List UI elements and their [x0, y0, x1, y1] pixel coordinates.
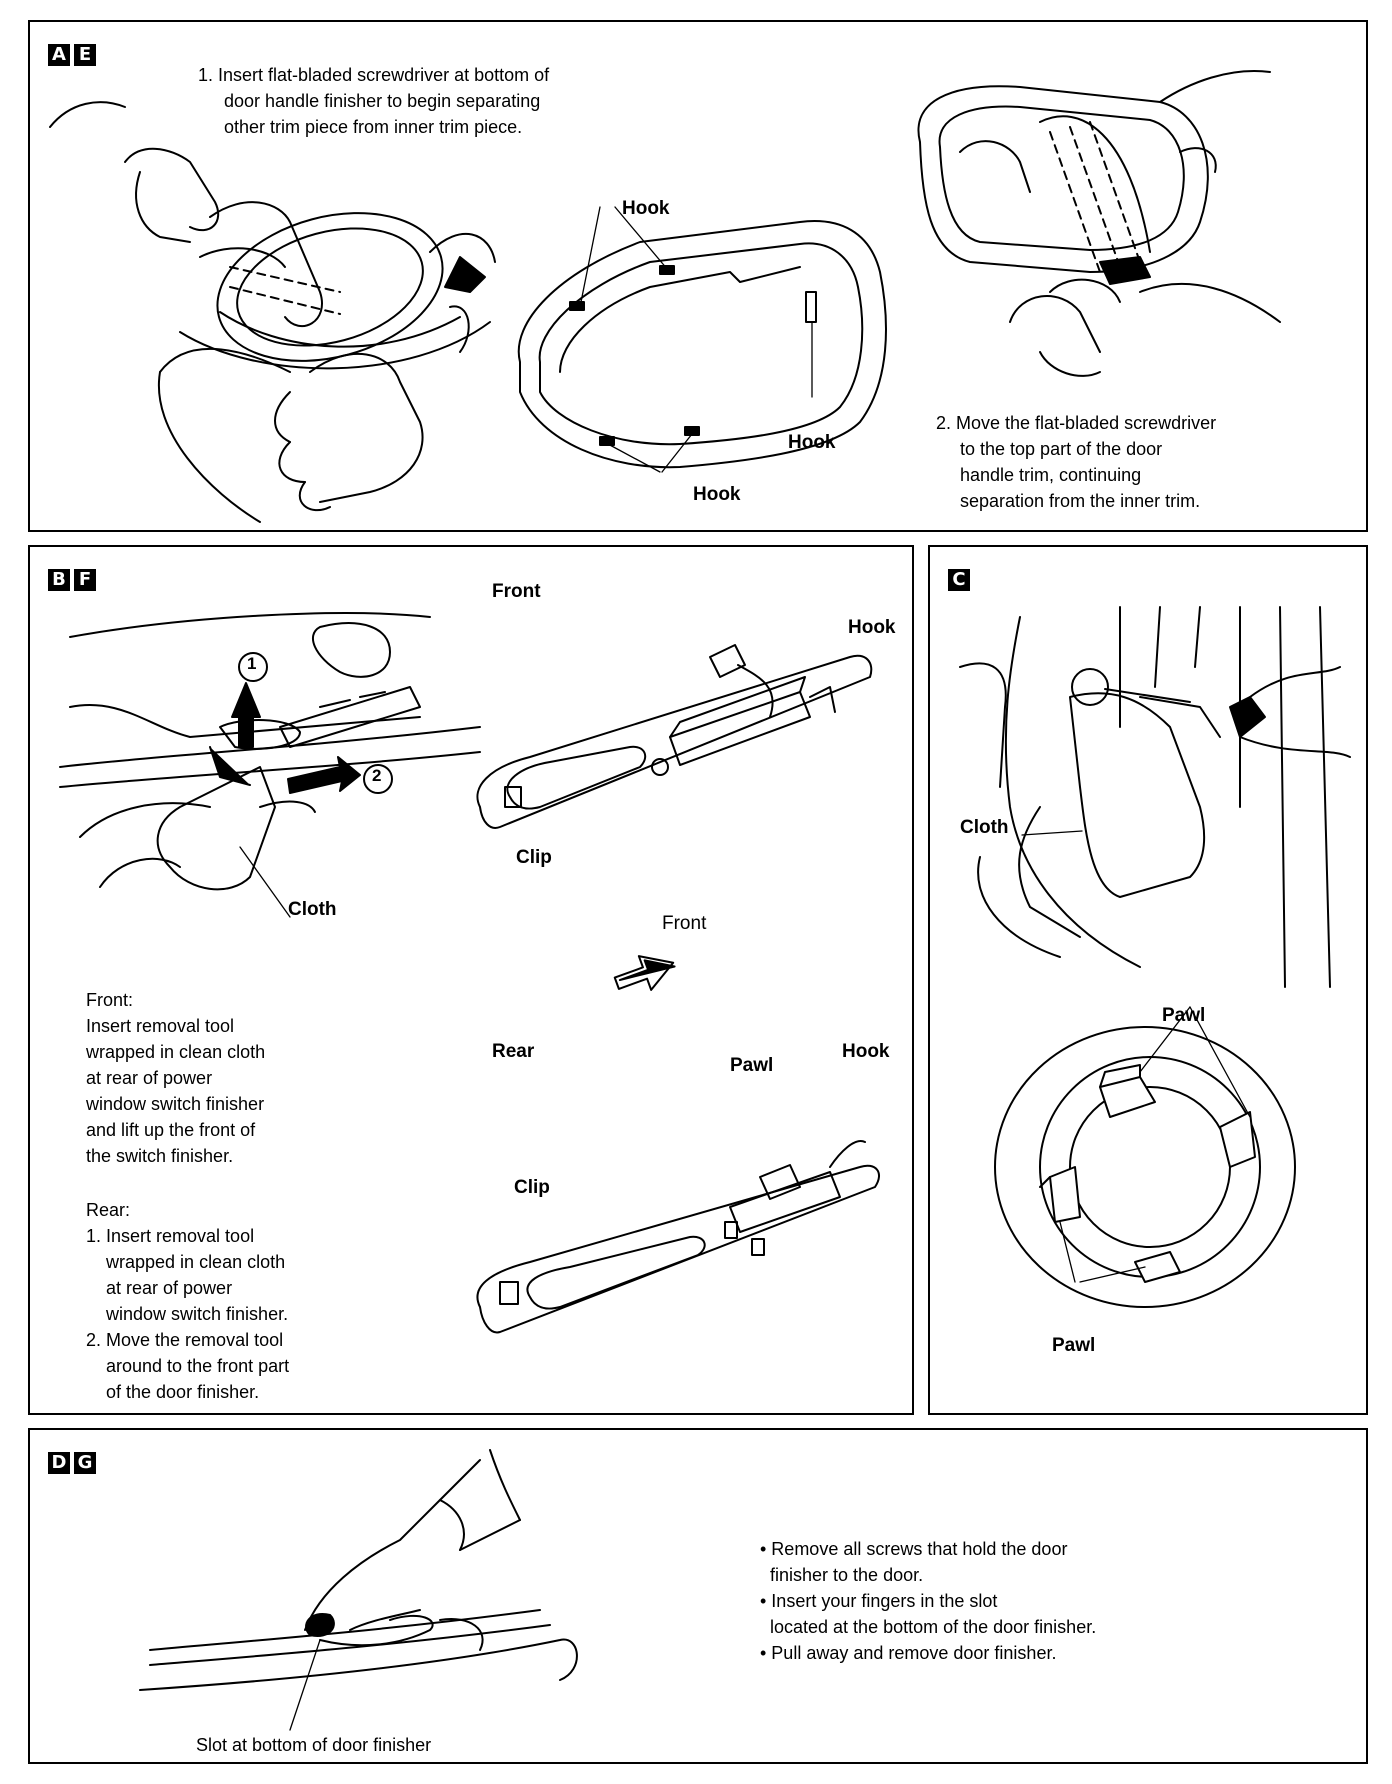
step2-line: to the top part of the door [960, 439, 1163, 459]
front-arrow-label: Front [662, 913, 707, 934]
pawl-label-top: Pawl [1162, 1005, 1206, 1026]
cloth-leader-line [1021, 830, 1083, 836]
front-clip-label: Clip [516, 847, 552, 868]
instruction-line: Rear: [86, 1200, 131, 1220]
instruction-line: Insert removal tool [86, 1016, 235, 1036]
badge-d: D [48, 1452, 70, 1474]
panel-a-e: A E 1. Insert flat-bladed screwdriver at… [28, 20, 1368, 532]
instruction-line: wrapped in clean cloth [86, 1252, 286, 1272]
front-hook-label: Hook [848, 617, 896, 638]
instruction-line: 1. Insert removal tool [86, 1226, 255, 1246]
instruction-line: wrapped in clean cloth [86, 1042, 266, 1062]
step-2-number: 2 [372, 766, 382, 785]
instruction-line: of the door finisher. [86, 1382, 260, 1402]
step1-line: door handle finisher to begin separating [224, 91, 541, 111]
bullet-line: located at the bottom of the door finish… [760, 1617, 1097, 1637]
instruction-line: the switch finisher. [86, 1146, 234, 1166]
bullet-line: finisher to the door. [760, 1565, 924, 1585]
instruction-line: window switch finisher [86, 1094, 265, 1114]
instruction-line: Front: [86, 990, 134, 1010]
switch-finisher-door-illustration [59, 612, 481, 918]
instruction-line: 2. Move the removal tool [86, 1330, 284, 1350]
cloth-label: Cloth [288, 899, 337, 920]
bullet-line: • Remove all screws that hold the door [760, 1539, 1068, 1559]
step-1-number: 1 [247, 654, 257, 673]
clip-removal-illustration [959, 606, 1351, 988]
handle-trim-hooks-illustration [517, 206, 887, 473]
rear-pawl-label: Pawl [730, 1055, 774, 1076]
step2-line: separation from the inner trim. [960, 491, 1201, 511]
instruction-line: at rear of power [86, 1278, 233, 1298]
rear-switch-finisher-illustration [476, 1140, 880, 1334]
rear-clip-label: Clip [514, 1177, 550, 1198]
badge-c: C [948, 569, 970, 591]
badge-f: F [74, 569, 96, 591]
hook-label-top: Hook [622, 198, 670, 219]
step1-line: 1. Insert flat-bladed screwdriver at bot… [198, 65, 550, 85]
rear-hook-label: Hook [842, 1041, 890, 1062]
panel-b-f: B F 1 2 Cloth Front Hook Clip [28, 545, 914, 1415]
instruction-line: and lift up the front of [86, 1120, 256, 1140]
rear-view-title: Rear [492, 1041, 535, 1062]
panel-d-g: D G Slot at bottom of door finisher • Re… [28, 1428, 1368, 1764]
clip-pawls-illustration [994, 1006, 1296, 1308]
door-finisher-slot-illustration [139, 1449, 578, 1731]
badge-g: G [74, 1452, 96, 1474]
badge-e: E [74, 44, 96, 66]
screwdriver-top-illustration [917, 70, 1281, 377]
front-direction-arrow-icon [613, 955, 676, 991]
instruction-line: at rear of power [86, 1068, 213, 1088]
instruction-line: around to the front part [86, 1356, 290, 1376]
slot-label: Slot at bottom of door finisher [196, 1735, 432, 1755]
badge-a: A [48, 44, 70, 66]
pawl-label-bottom: Pawl [1052, 1335, 1096, 1356]
cloth-label-c: Cloth [960, 817, 1009, 838]
front-switch-finisher-illustration [476, 644, 873, 829]
hook-label-bottom: Hook [693, 484, 741, 505]
step2-line: handle trim, continuing [960, 465, 1142, 485]
bullet-line: • Insert your fingers in the slot [760, 1591, 998, 1611]
front-view-title: Front [492, 581, 541, 602]
step2-line: 2. Move the flat-bladed screwdriver [936, 413, 1217, 433]
step1-line: other trim piece from inner trim piece. [224, 117, 523, 137]
handle-pry-illustration [49, 101, 496, 523]
hook-label-right: Hook [788, 432, 836, 453]
badge-b: B [48, 569, 70, 591]
panel-c: C Cloth Pawl Pawl [928, 545, 1368, 1415]
bullet-line: • Pull away and remove door finisher. [760, 1643, 1057, 1663]
instruction-line: window switch finisher. [86, 1304, 289, 1324]
